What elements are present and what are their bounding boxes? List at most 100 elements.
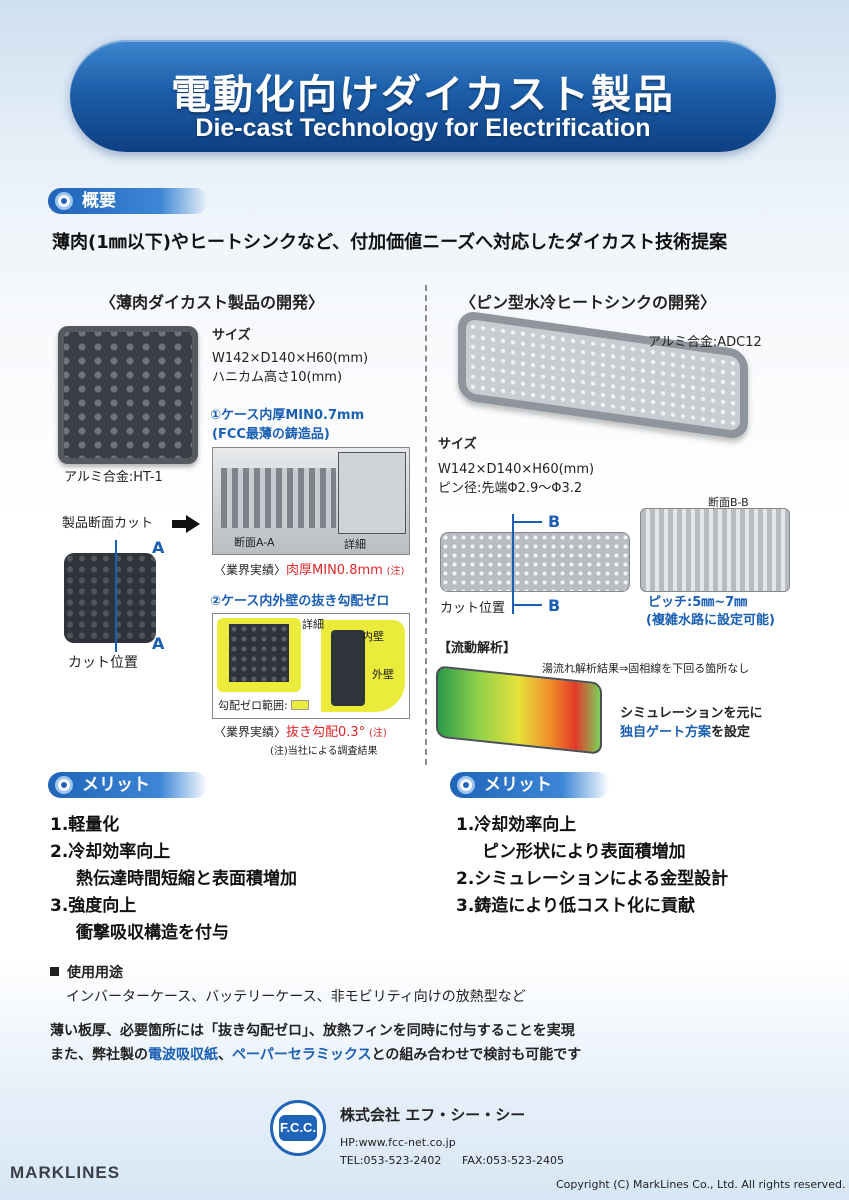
closing-line2: また、弊社製の電波吸収紙、ペーパーセラミックスとの組み合わせで検討も可能です [50,1046,581,1064]
section-aa-cross-section [221,468,336,528]
list-item: 熱伝達時間短縮と表面積増加 [76,869,297,889]
company-fax: FAX:053-523-2405 [462,1154,565,1167]
list-item: 1.軽量化 [50,815,120,835]
header-banner: 電動化向けダイカスト製品 Die-cast Technology for Ele… [70,40,776,152]
list-item: 2.シミュレーションによる金型設計 [456,869,729,889]
closing-line2-e: との組み合わせで検討も可能です [371,1047,582,1063]
feature1-title: ①ケース内厚MIN0.7mm [210,408,365,423]
cut-arrow-bottom [514,604,542,606]
cut-letter-top: A [152,538,165,557]
arrow-right-icon [186,515,200,533]
column-divider [425,285,427,765]
section-aa-label: 断面A-A [234,536,275,549]
cut-letter-bottom: A [152,634,165,653]
detail-inset [338,452,406,534]
list-item: 衝撃吸収構造を付与 [76,923,229,943]
cut-letter-b-top: B [548,512,561,531]
flow-analysis-title: 【流動解析】 [438,641,517,656]
note-mark-2: (注) [369,728,387,739]
thin-case-product-image [58,326,198,464]
industry2-value: 抜き勾配0.3° [286,725,366,740]
merit-left-list: 1.軽量化 2.冷却効率向上 熱伝達時間短縮と表面積増加 3.強度向上 衝撃吸収… [50,812,297,947]
closing-radio-absorbing-paper: 電波吸収紙 [148,1047,218,1063]
detail2-label: 詳細 [302,618,324,631]
pin-heatsink-top-photo [440,532,630,592]
list-item: 3.鋳造により低コスト化に貢献 [456,896,695,916]
closing-line2-c: 、 [218,1047,232,1063]
flow-analysis-note: 湯流れ解析結果⇒固相線を下回る箇所なし [542,662,750,675]
simulation-line1: シミュレーションを元に [620,706,763,721]
industry1-value: 肉厚MIN0.8mm [286,563,383,578]
yellow-legend-swatch [291,700,310,710]
page-title: 電動化向けダイカスト製品 [171,72,675,118]
arrow-body [172,520,186,528]
industry-record-2: 〈業界実績〉抜き勾配0.3° (注) [214,723,387,743]
draft-zero-highlight [217,618,301,692]
section-bb-label: 断面B-B [708,496,749,509]
copyright: Copyright (C) MarkLines Co., Ltd. All ri… [556,1178,846,1191]
honeycomb-corner-image [229,624,289,682]
honeycomb-cross-section-image [64,553,156,643]
bullet-circle-icon [457,776,475,794]
footnote: (注)当社による調査結果 [270,746,378,757]
usage-heading-label: 使用用途 [67,965,123,981]
cut-line [115,540,117,652]
section-cut-label: 製品断面カット [62,516,154,531]
fcc-logo-text: F.C.C. [279,1115,317,1141]
usage-heading: 使用用途 [50,964,123,982]
merit-right-heading-label: メリット [484,775,552,795]
right-cut-position: カット位置 [440,601,506,616]
left-column-title: 〈薄肉ダイカスト製品の開発〉 [100,293,325,312]
pin-diameter: ピン径:先端Φ2.9〜Φ3.2 [438,481,583,496]
simulation-line2: 独自ゲート方案を設定 [620,724,750,742]
industry1-prefix: 〈業界実績〉 [214,563,287,577]
wall-detail-image [331,630,365,706]
heatsink-plate-image [458,309,748,441]
left-size-label: サイズ [212,328,251,343]
left-alloy: アルミ合金:HT-1 [64,470,163,485]
right-size-value: W142×D140×H60(mm) [438,462,595,477]
wall-detail-highlight [321,620,405,712]
usage-text: インバーターケース、バッテリーケース、非モビリティ向けの放熱型など [66,989,526,1005]
left-size-value: W142×D140×H60(mm) [212,351,369,366]
company-tel: TEL:053-523-2402 [340,1154,442,1167]
merit-left-heading: メリット [48,772,208,798]
inner-wall-label: 内壁 [362,630,384,643]
pitch-text: ピッチ:5㎜~7㎜ [648,595,748,610]
right-alloy: アルミ合金:ADC12 [648,335,762,350]
right-size-label: サイズ [438,437,477,452]
cut-line-b [512,514,514,614]
flow-simulation-image [436,665,602,755]
merit-right-list: 1.冷却効率向上 ピン形状により表面積増加 2.シミュレーションによる金型設計 … [456,812,728,920]
cut-letter-b-bottom: B [548,596,561,615]
pitch-subtext: (複雑水路に設定可能) [646,613,775,628]
merit-left-heading-label: メリット [82,775,150,795]
overview-heading-label: 概要 [82,191,116,211]
marklines-watermark: MARKLINES [10,1163,121,1182]
industry-record-1: 〈業界実績〉肉厚MIN0.8mm (注) [214,561,404,581]
industry2-prefix: 〈業界実績〉 [214,725,287,739]
section-aa-photo [212,447,410,555]
list-item: 2.冷却効率向上 [50,842,171,862]
feature2-title: ②ケース内外壁の抜き勾配ゼロ [210,594,390,609]
square-bullet-icon [50,967,59,976]
company-hp: HP:www.fcc-net.co.jp [340,1136,456,1149]
fcc-logo: F.C.C. [270,1100,326,1156]
simulation-line2-rest: を設定 [711,725,751,740]
closing-paper-ceramics: ペーパーセラミックス [232,1047,372,1063]
bullet-circle-icon [55,192,73,210]
note-mark-1: (注) [386,566,405,577]
draft-zero-range-text: 勾配ゼロ範囲: [218,699,288,712]
page-subtitle: Die-cast Technology for Electrification [195,114,651,142]
closing-line1: 薄い板厚、必要箇所には「抜き勾配ゼロ」、放熱フィンを同時に付与することを実現 [50,1023,575,1039]
right-column-title: 〈ピン型水冷ヒートシンクの開発〉 [460,293,717,312]
detail-label: 詳細 [344,538,366,551]
draft-zero-range-label: 勾配ゼロ範囲: [218,697,310,715]
bullet-circle-icon [55,776,73,794]
merit-right-heading: メリット [450,772,610,798]
list-item: ピン形状により表面積増加 [482,842,686,862]
overview-heading: 概要 [48,188,208,214]
left-cut-position: カット位置 [68,655,138,671]
list-item: 1.冷却効率向上 [456,815,577,835]
